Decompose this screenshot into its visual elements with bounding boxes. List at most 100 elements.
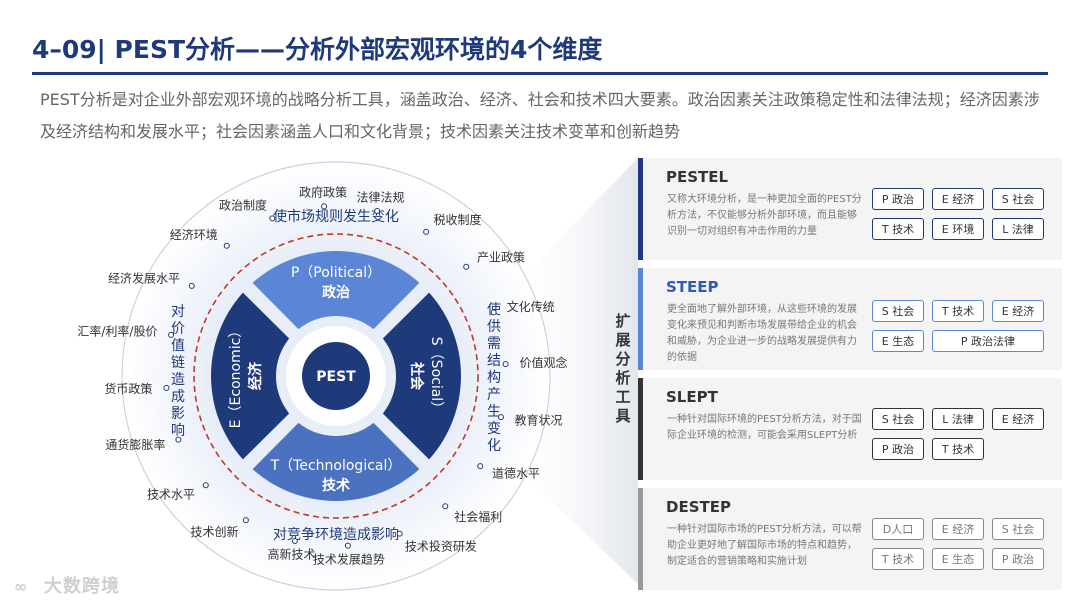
tag: E 经济 <box>932 188 984 210</box>
intro-paragraph: PEST分析是对企业外部宏观环境的战略分析工具，涵盖政治、经济、社会和技术四大要… <box>40 90 1040 141</box>
watermark-logo: ∞大数跨境 <box>14 572 120 598</box>
outer-label-dot <box>188 282 195 289</box>
outer-label: 汇率/利率/股价 <box>77 323 157 338</box>
card-accent-bar <box>638 268 643 370</box>
quadrant-left <box>211 292 290 460</box>
outer-label-dot <box>374 208 381 215</box>
outer-label: 政治制度 <box>219 197 267 212</box>
quadrant-right <box>382 292 461 460</box>
outer-label: 高新技术 <box>267 547 315 562</box>
impact-right: 使供需结构产生变化 <box>487 301 501 454</box>
dashed-ring <box>193 233 479 519</box>
section-number: 4–09| <box>32 35 106 64</box>
page-title: 4–09| PEST分析——分析外部宏观环境的4个维度 <box>32 30 602 66</box>
impact-char: 生 <box>487 404 501 420</box>
outer-label: 价值观念 <box>520 355 568 370</box>
tag: T 技术 <box>872 548 924 570</box>
impact-char: 响 <box>171 423 185 439</box>
card-description: 一种针对国际市场的PEST分析方法，可以帮助企业更好地了解国际市场的特点和趋势，… <box>667 524 862 567</box>
quadrant-right-en: S（Social） <box>428 337 444 415</box>
impact-char: 供 <box>487 319 501 335</box>
outer-label: 法律法规 <box>357 189 405 204</box>
tag: L 法律 <box>992 218 1044 240</box>
outer-label-dot <box>202 482 209 489</box>
card-steep: STEEP 更全面地了解外部环境，从这些环境的发展变化来预见和判断市场发展带给企… <box>638 268 1062 370</box>
center-circle <box>302 342 370 410</box>
outer-label-dot <box>163 384 170 391</box>
tag: S 社会 <box>992 518 1044 540</box>
tag: S 社会 <box>992 188 1044 210</box>
impact-char: 产 <box>487 387 501 403</box>
center-label: PEST <box>316 369 356 385</box>
connector-fan <box>500 158 638 584</box>
impact-char: 值 <box>171 338 185 354</box>
outer-label-dot <box>242 517 249 524</box>
tag: E 经济 <box>932 518 984 540</box>
outer-label-dot <box>477 463 484 470</box>
outer-label-dot <box>442 503 449 510</box>
card-title: PESTEL <box>666 168 729 186</box>
tag: T 技术 <box>932 300 984 322</box>
outer-label-dot <box>423 228 430 235</box>
card-description: 一种针对国际环境的PEST分析方法，对于国际企业环境的检测，可能会采用SLEPT… <box>667 414 862 441</box>
outer-label-dot <box>291 537 298 544</box>
tag: T 技术 <box>872 218 924 240</box>
outer-label: 社会福利 <box>454 509 502 524</box>
card-title: SLEPT <box>666 388 718 406</box>
quadrant-left-zh: 经济 <box>247 361 264 390</box>
tag: D人口 <box>872 518 924 540</box>
quadrant-bottom <box>252 422 420 502</box>
card-accent-bar <box>638 488 643 590</box>
quadrant-right-zh: 社会 <box>408 361 425 391</box>
outer-label-dot <box>497 414 504 421</box>
quadrant-left-en: E（Economic） <box>228 324 244 429</box>
quadrant-top-zh: 政治 <box>322 284 350 301</box>
impact-char: 构 <box>487 370 501 386</box>
outer-label: 技术水平 <box>147 487 195 501</box>
impact-char: 影 <box>171 406 185 422</box>
impact-bottom: 对竞争环境造成影响 <box>273 526 399 543</box>
outer-label-dot <box>502 361 509 368</box>
quadrant-bottom-zh: 技术 <box>322 477 350 494</box>
tag: P 政治法律 <box>932 330 1044 352</box>
outer-labels: 法律法规税收制度产业政策文化传统价值观念教育状况道德水平社会福利技术投资研发技术… <box>77 184 567 566</box>
outer-label-dot <box>396 530 403 537</box>
outer-label: 技术创新 <box>190 524 238 539</box>
tag: E 生态 <box>872 330 924 352</box>
impact-char: 链 <box>171 355 185 371</box>
impact-char: 成 <box>171 389 185 405</box>
card-title: STEEP <box>666 278 719 296</box>
outer-label-dot <box>269 215 276 222</box>
outer-label: 经济发展水平 <box>108 270 180 285</box>
impact-char: 变 <box>487 421 501 437</box>
tag: P 政治 <box>992 548 1044 570</box>
card-description: 又称大环境分析，是一种更加全面的PEST分析方法，不仅能够分析外部环境，而且能够… <box>667 194 862 237</box>
quadrant-top <box>252 250 420 330</box>
outer-label: 技术发展趋势 <box>313 552 385 567</box>
tag: E 环境 <box>932 218 984 240</box>
outer-label: 经济环境 <box>170 227 218 242</box>
quadrant-bottom-en: T（Technological） <box>270 458 402 474</box>
tag: E 经济 <box>992 408 1044 430</box>
outer-label: 货币政策 <box>104 381 152 396</box>
impact-char: 结 <box>487 353 501 369</box>
outer-label-dot <box>223 242 230 249</box>
tag: L 法律 <box>932 408 984 430</box>
impact-char: 造 <box>171 372 185 388</box>
card-destep: DESTEP 一种针对国际市场的PEST分析方法，可以帮助企业更好地了解国际市场… <box>638 488 1062 590</box>
outer-label: 政府政策 <box>299 184 347 199</box>
tag: P 政治 <box>872 188 924 210</box>
card-accent-bar <box>638 158 643 260</box>
card-pestel: PESTEL 又称大环境分析，是一种更加全面的PEST分析方法，不仅能够分析外部… <box>638 158 1062 260</box>
impact-char: 对 <box>171 304 185 320</box>
tag: T 技术 <box>932 438 984 460</box>
outer-label: 产业政策 <box>477 251 525 265</box>
tag: E 经济 <box>992 300 1044 322</box>
outer-label-dot <box>490 309 497 316</box>
outer-label-dot <box>344 542 351 549</box>
card-title: DESTEP <box>666 498 731 516</box>
outer-label: 通货膨胀率 <box>105 437 165 452</box>
title-divider <box>32 72 1048 75</box>
